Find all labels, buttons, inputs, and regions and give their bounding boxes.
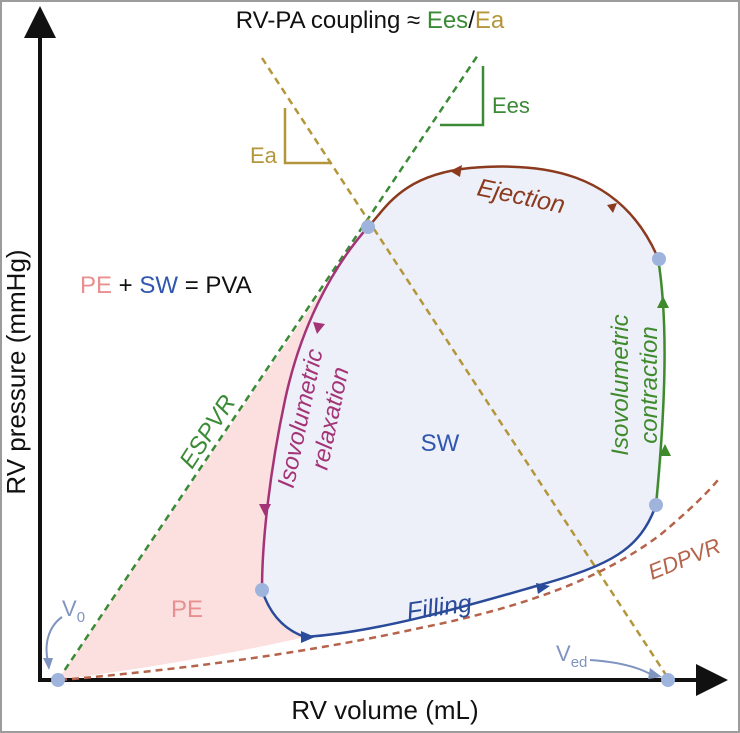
title-ees: Ees: [427, 7, 468, 34]
y-axis-label: RV pressure (mmHg): [1, 249, 31, 494]
pe-label: PE: [171, 596, 203, 623]
sw-label: SW: [421, 430, 460, 457]
ejection-curve: [367, 165, 660, 259]
v0-pointer: [45, 616, 63, 663]
contraction-arrow-2: [659, 444, 671, 456]
edpvr-label: EDPVR: [645, 533, 725, 585]
ved-pointer-head: [648, 668, 662, 679]
ved-label: Ved: [556, 641, 587, 671]
ved-pointer: [589, 659, 653, 676]
filling-arrow-2: [536, 583, 550, 594]
opening-point: [652, 252, 666, 266]
relaxation-arrow-2: [259, 504, 271, 516]
mitral-opening-point: [255, 583, 269, 597]
relaxation-arrow-1: [313, 322, 325, 334]
ejection-arrow-1: [450, 165, 462, 177]
end-systolic-point: [361, 220, 375, 234]
x-axis-label: RV volume (mL): [291, 695, 478, 725]
title-ea: Ea: [475, 7, 505, 34]
ees-label: Ees: [492, 93, 530, 118]
v0-label: V0: [62, 596, 85, 626]
equation-pe: PE: [80, 272, 112, 299]
ea-line: [260, 57, 670, 679]
espvr-line: [56, 54, 480, 681]
filling-curve: [260, 504, 658, 639]
equation-sw: SW: [139, 272, 178, 299]
edpvr-curve: [59, 479, 719, 682]
ea-label: Ea: [250, 143, 278, 168]
v0-point: [51, 673, 65, 687]
end-diastolic-point: [649, 498, 663, 512]
ees-slope-marker: [440, 66, 485, 127]
ejection-arrow-2: [607, 203, 617, 213]
title: RV-PA coupling ≈ Ees/Ea: [236, 7, 505, 34]
pva-equation: PE + SW = PVA: [80, 272, 252, 299]
contraction-label-2: contraction: [636, 326, 663, 443]
v0-pointer-head: [43, 658, 53, 670]
sw-area: [262, 166, 666, 637]
ea-slope-marker: [283, 108, 330, 165]
contraction-curve: [654, 257, 666, 506]
contraction-arrow-1: [657, 296, 669, 308]
relaxation-curve: [260, 226, 369, 591]
ved-point: [661, 673, 675, 687]
contraction-label-1: Isovolumetric: [607, 314, 634, 455]
filling-arrow-1: [301, 631, 315, 643]
